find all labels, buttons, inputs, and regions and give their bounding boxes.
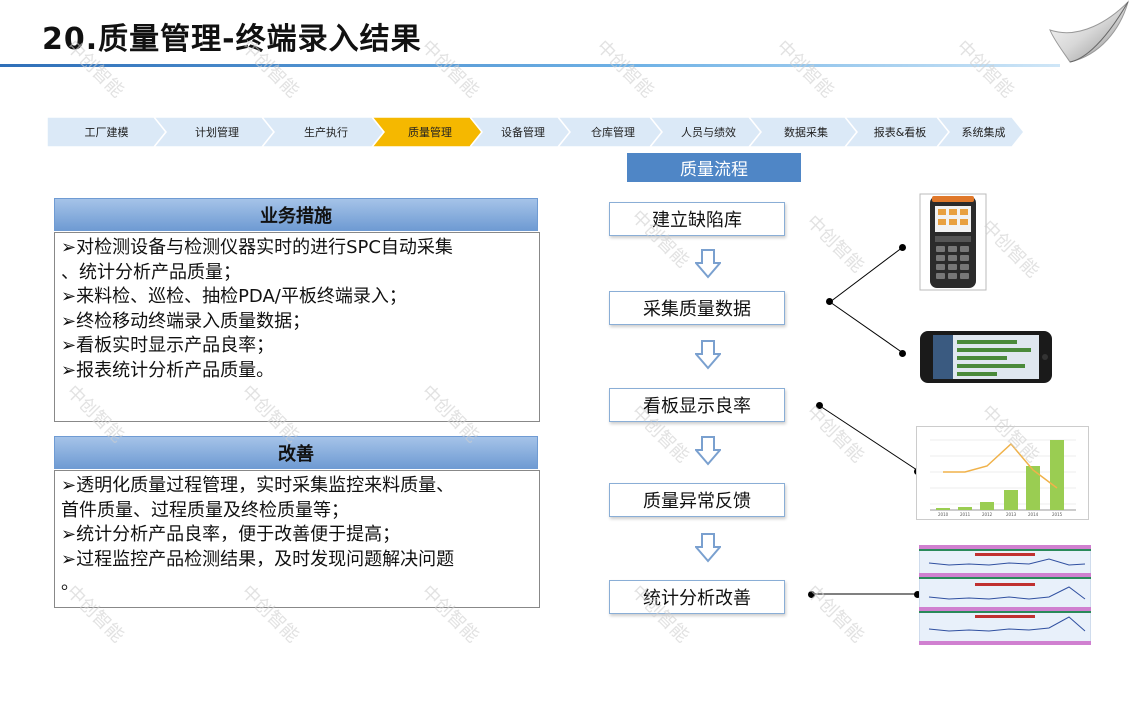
flow-step-5: 统计分析改善 xyxy=(609,580,785,614)
process-step-label: 生产执行 xyxy=(304,126,348,139)
process-step[interactable]: 数据采集 xyxy=(749,117,857,147)
svg-text:2012: 2012 xyxy=(982,512,993,517)
process-step[interactable]: 质量管理 xyxy=(372,117,482,147)
panel-text-line: ➢看板实时显示产品良率； xyxy=(61,335,275,356)
process-step[interactable]: 报表&看板 xyxy=(845,117,949,147)
watermark-text: 中创智能 xyxy=(772,36,838,102)
business-panel-body: ➢对检测设备与检测仪器实时的进行SPC自动采集、统计分析产品质量； ➢来料检、巡检… xyxy=(54,232,540,422)
process-step[interactable]: 工厂建模 xyxy=(47,117,166,147)
svg-text:2015: 2015 xyxy=(1052,512,1063,517)
panel-text-line: ➢透明化质量过程管理，实时采集监控来料质量、 xyxy=(61,475,455,496)
panel-text-line: ➢来料检、巡检、抽检PDA/平板终端录入； xyxy=(61,286,407,307)
svg-text:2014: 2014 xyxy=(1028,512,1039,517)
title-divider xyxy=(0,64,1060,67)
panel-text-line: ➢过程监控产品检测结果，及时发现问题解决问题 xyxy=(61,548,455,570)
connector-dot xyxy=(816,402,823,409)
connector-dot xyxy=(826,298,833,305)
down-arrow-icon xyxy=(695,340,721,370)
process-step-label: 仓库管理 xyxy=(591,126,635,139)
down-arrow-icon xyxy=(695,436,721,466)
svg-text:2013: 2013 xyxy=(1006,512,1017,517)
improve-panel-heading: 改善 xyxy=(54,436,538,469)
improve-panel-body: ➢透明化质量过程管理，实时采集监控来料质量、首件质量、过程质量及终检质量等； ➢统… xyxy=(54,470,540,608)
panel-text-line: 、统计分析产品质量； xyxy=(61,261,241,283)
flow-title: 质量流程 xyxy=(627,153,801,182)
flow-step-2: 采集质量数据 xyxy=(609,291,785,325)
process-step[interactable]: 系统集成 xyxy=(937,117,1024,147)
svg-text:2011: 2011 xyxy=(960,512,971,517)
process-step-label: 系统集成 xyxy=(961,126,1006,139)
process-step[interactable]: 仓库管理 xyxy=(558,117,662,147)
panel-text-line: 首件质量、过程质量及终检质量等； xyxy=(61,499,349,521)
report-chart-thumbnail xyxy=(919,545,1091,645)
process-step[interactable]: 计划管理 xyxy=(154,117,274,147)
down-arrow-icon xyxy=(695,249,721,279)
process-step[interactable]: 设备管理 xyxy=(470,117,570,147)
flow-step-3: 看板显示良率 xyxy=(609,388,785,422)
process-step-label: 计划管理 xyxy=(195,126,239,139)
page-title: 20.质量管理-终端录入结果 xyxy=(42,22,422,57)
watermark-text: 中创智能 xyxy=(952,36,1018,102)
process-step-label: 报表&看板 xyxy=(873,126,927,139)
pda-device-image xyxy=(919,193,987,291)
process-step[interactable]: 生产执行 xyxy=(262,117,384,147)
down-arrow-icon xyxy=(695,533,721,563)
svg-text:2010: 2010 xyxy=(938,512,949,517)
connector-dot xyxy=(914,591,921,598)
business-panel-heading: 业务措施 xyxy=(54,198,538,231)
page-curl-icon xyxy=(1049,0,1130,63)
yield-chart-thumbnail: 2010 2011 2012 2013 2014 2015 xyxy=(916,426,1089,520)
connector-dot xyxy=(899,350,906,357)
watermark-text: 中创智能 xyxy=(592,36,658,102)
panel-text-line: ➢对检测设备与检测仪器实时的进行SPC自动采集 xyxy=(61,237,453,258)
panel-text-line: ➢报表统计分析产品质量。 xyxy=(61,359,275,381)
flow-step-1: 建立缺陷库 xyxy=(609,202,785,236)
process-step-label: 工厂建模 xyxy=(84,126,129,139)
connector-lines xyxy=(810,246,921,595)
flow-step-4: 质量异常反馈 xyxy=(609,483,785,517)
process-step-label: 设备管理 xyxy=(501,126,545,139)
watermark-text: 中创智能 xyxy=(417,36,483,102)
process-step[interactable]: 人员与绩效 xyxy=(650,117,761,147)
process-step-label: 数据采集 xyxy=(784,126,828,139)
process-step-label: 人员与绩效 xyxy=(681,126,736,139)
panel-text-line: ➢终检移动终端录入质量数据； xyxy=(61,310,311,332)
panel-text-line: ➢统计分析产品良率，便于改善便于提高； xyxy=(61,524,401,545)
connector-dot xyxy=(899,244,906,251)
process-step-label: 质量管理 xyxy=(408,126,452,139)
connector-dot xyxy=(808,591,815,598)
panel-text-line: 。 xyxy=(61,573,79,594)
tablet-device-image xyxy=(920,331,1052,383)
